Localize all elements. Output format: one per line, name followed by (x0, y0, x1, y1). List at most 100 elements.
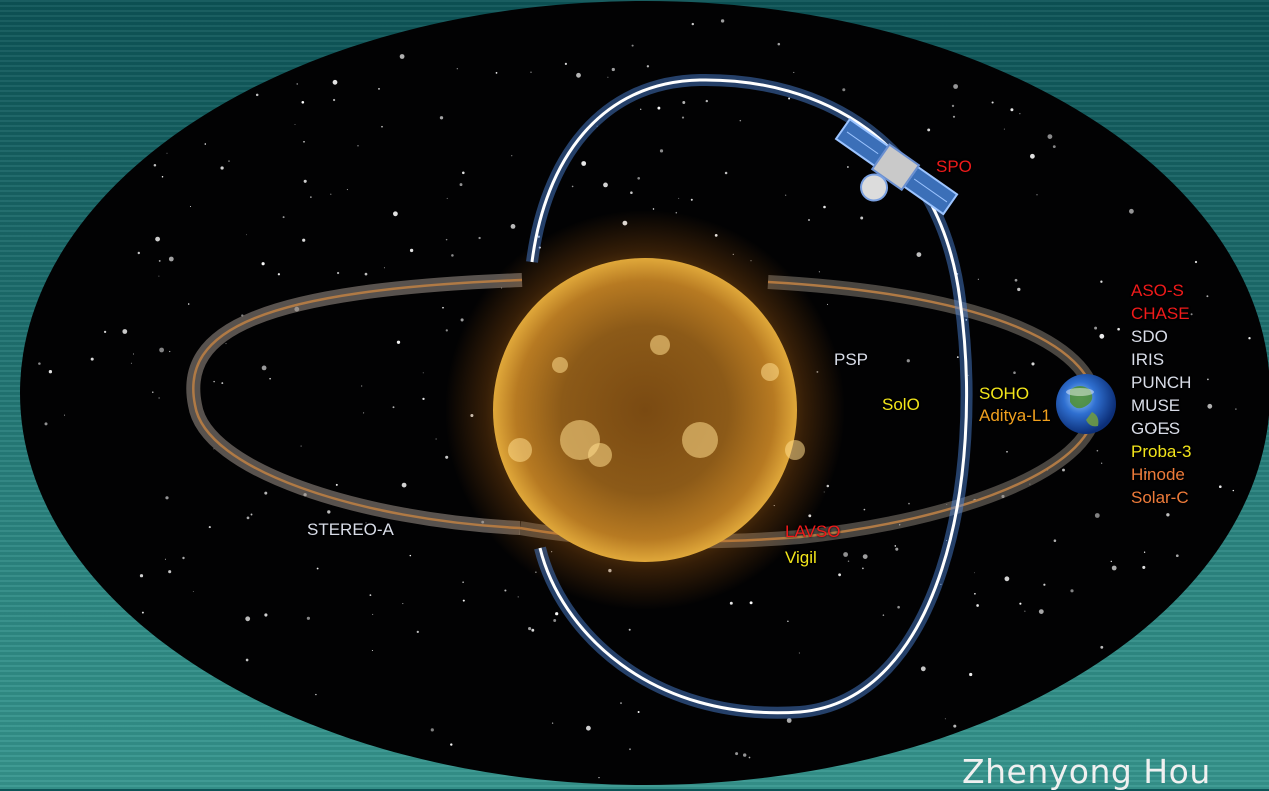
star (439, 116, 444, 120)
star (300, 445, 302, 447)
star (691, 22, 694, 26)
star (952, 115, 956, 118)
star (90, 357, 94, 361)
star (396, 340, 401, 344)
star (103, 330, 107, 334)
star (965, 319, 968, 321)
star (228, 160, 230, 162)
star (435, 438, 437, 440)
star (168, 570, 172, 574)
star (1207, 403, 1213, 409)
star (44, 422, 48, 426)
star (1100, 645, 1104, 649)
earth-mission-item: CHASE (1131, 304, 1190, 323)
star (269, 377, 271, 380)
star (847, 166, 849, 168)
star (336, 271, 340, 275)
star (1013, 371, 1016, 374)
star (158, 397, 160, 399)
star (1052, 145, 1056, 149)
star (787, 620, 789, 623)
star (261, 262, 265, 266)
sun-icon (445, 210, 845, 610)
star (64, 414, 66, 416)
star (357, 144, 359, 147)
star (860, 216, 864, 220)
star (946, 540, 947, 542)
star (749, 601, 753, 605)
star (1024, 610, 1026, 612)
star (646, 65, 650, 68)
star (1153, 428, 1156, 432)
star (158, 259, 161, 262)
star (371, 649, 373, 652)
star (657, 106, 661, 110)
star (294, 123, 296, 125)
label-soho: SOHO (979, 384, 1030, 403)
star (916, 252, 922, 257)
star (158, 275, 160, 277)
star (517, 596, 519, 598)
star (361, 385, 363, 387)
star (245, 616, 251, 622)
label-psp: PSP (834, 350, 869, 369)
star (528, 627, 532, 631)
star (553, 619, 557, 622)
star (652, 208, 655, 210)
star (430, 728, 434, 732)
star (895, 547, 899, 551)
star (189, 205, 192, 208)
star (1038, 609, 1044, 614)
star (729, 601, 733, 605)
star (335, 483, 338, 486)
star (1143, 551, 1146, 553)
star (798, 652, 800, 654)
star (705, 99, 708, 103)
star (1094, 513, 1100, 518)
star (130, 362, 132, 364)
star (611, 67, 615, 72)
star (245, 658, 249, 662)
star (946, 503, 948, 505)
star (168, 256, 174, 262)
star (678, 197, 680, 199)
star (462, 599, 465, 602)
star (213, 380, 215, 383)
label-lavso: LAVSO (785, 522, 841, 541)
star (1004, 576, 1010, 582)
star (363, 412, 365, 414)
star (1062, 468, 1065, 472)
star (1014, 278, 1018, 282)
star (882, 614, 885, 616)
star (462, 581, 464, 583)
star (220, 166, 224, 170)
author-credit: Zhenyong Hou (962, 752, 1211, 791)
star (303, 141, 305, 143)
star (261, 365, 267, 371)
star (974, 592, 976, 595)
star (442, 306, 444, 309)
star (1010, 108, 1014, 112)
star (586, 725, 591, 731)
star (164, 558, 166, 560)
star (393, 211, 398, 217)
star (927, 128, 931, 132)
star (1165, 427, 1170, 431)
star (152, 391, 154, 393)
star (944, 718, 946, 720)
star (862, 567, 864, 570)
star (48, 370, 53, 374)
star (899, 524, 901, 526)
star (315, 693, 317, 696)
star (409, 554, 412, 557)
star (208, 526, 211, 529)
star (301, 100, 305, 104)
star (1100, 280, 1103, 283)
star (372, 613, 374, 615)
star (1129, 208, 1134, 214)
star (369, 594, 372, 596)
star (166, 152, 168, 154)
star (1003, 128, 1005, 130)
